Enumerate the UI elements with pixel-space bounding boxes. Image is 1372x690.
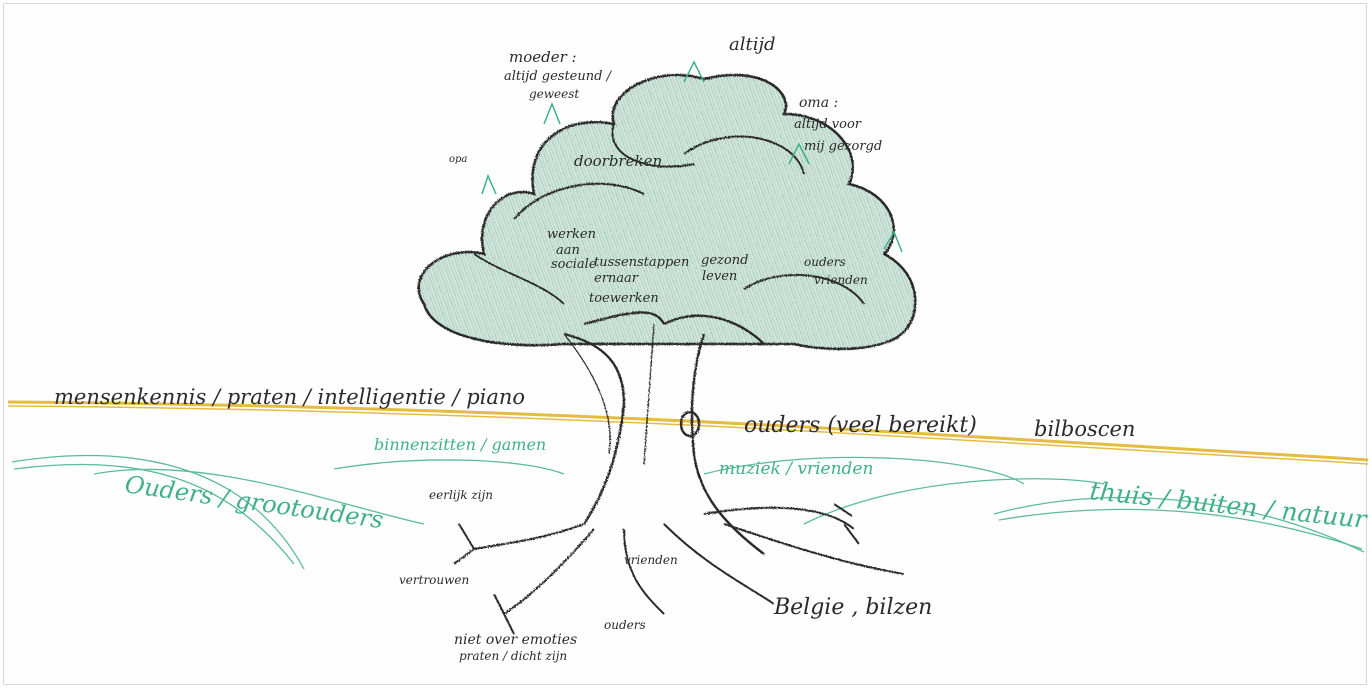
label-grandma3: mij gezorgd — [804, 139, 882, 154]
yellow-label-right2: bilboscen — [1034, 417, 1135, 441]
root-label-honest: eerlijk zijn — [429, 488, 493, 502]
label-mother3: geweest — [529, 87, 579, 101]
root-label-friends: vrienden — [624, 553, 678, 567]
label-opa: opa — [449, 154, 467, 165]
label-grandma2: altijd voor — [794, 117, 862, 132]
label-mother2: altijd gesteund / — [504, 69, 613, 84]
root-label-emotions1: niet over emoties — [454, 632, 577, 648]
label-leaf2: aan — [556, 243, 580, 258]
label-healthy1: gezond — [701, 253, 748, 268]
root-label-emotions2: praten / dicht zijn — [459, 649, 567, 663]
label-leaf3: sociale — [551, 257, 597, 272]
root-label-parents: ouders — [604, 618, 646, 632]
drawing-frame: altijd moeder : altijd gesteund / gewees… — [3, 3, 1367, 685]
label-grandma: oma : — [799, 95, 838, 111]
yellow-label-right1: ouders (veel bereikt) — [744, 413, 977, 438]
label-parents: ouders — [804, 255, 846, 269]
label-crown: doorbreken — [574, 152, 662, 170]
yellow-label-left: mensenkennis / praten / intelligentie / … — [54, 385, 525, 409]
label-leaf5: ernaar — [594, 271, 639, 286]
label-healthy2: leven — [702, 269, 737, 284]
green-label-mid: muziek / vrienden — [719, 459, 873, 479]
label-leaf6: toewerken — [589, 291, 659, 306]
green-label-left1: binnenzitten / gamen — [374, 435, 546, 454]
root-label-trust: vertrouwen — [399, 573, 469, 587]
label-leaf4: tussenstappen — [594, 255, 689, 270]
tree-trunk — [564, 312, 764, 554]
label-top: altijd — [729, 34, 776, 55]
label-leaf1: werken — [547, 227, 596, 242]
green-label-right: thuis / buiten / natuur — [1088, 476, 1368, 534]
label-mother: moeder : — [509, 48, 577, 66]
label-friends-leaf: vrienden — [814, 273, 868, 287]
tree-drawing: altijd moeder : altijd gesteund / gewees… — [4, 4, 1368, 686]
root-label-place: Belgie , bilzen — [773, 595, 932, 620]
green-label-left2: Ouders / grootouders — [123, 470, 385, 534]
